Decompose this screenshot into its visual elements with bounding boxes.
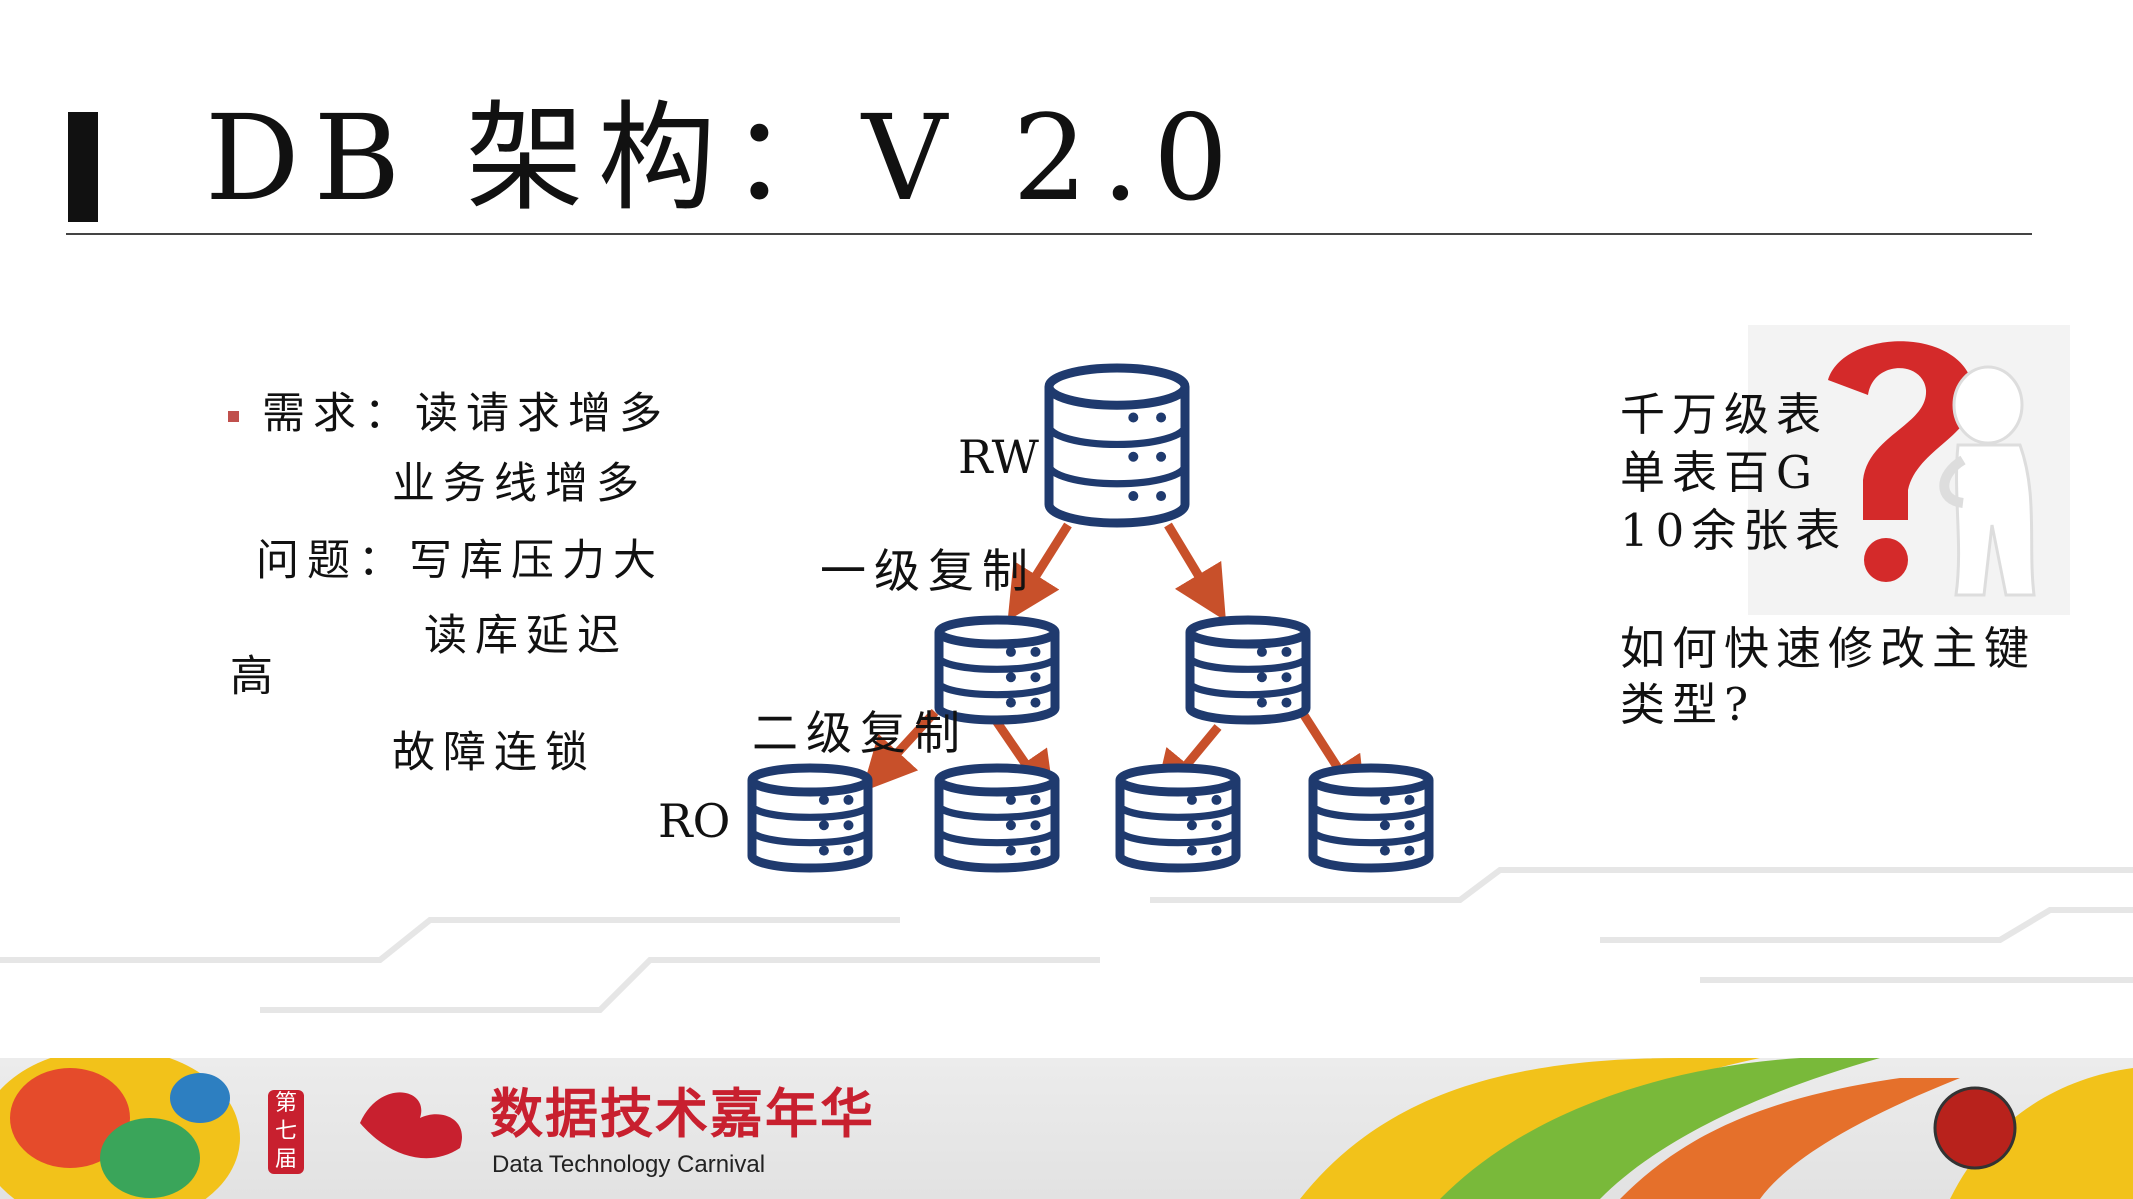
db-ro-1-icon xyxy=(747,763,873,873)
db-rw-icon xyxy=(1044,363,1190,528)
problem-line-3: 高 xyxy=(230,652,281,702)
ro-label: RO xyxy=(658,794,731,848)
arrow-l1-to-ro1 xyxy=(861,708,939,792)
slide-title: DB 架构：V 2.0 xyxy=(205,89,1243,227)
requirement-line-2: 业务线增多 xyxy=(392,459,647,509)
table-size-line: 千万级表 xyxy=(1620,388,1829,441)
arrow-rw-to-right xyxy=(1164,522,1226,622)
edition-seal: 第 七 届 xyxy=(268,1090,304,1174)
db-ro-2-icon xyxy=(934,763,1060,873)
problem-line-2: 读库延迟 xyxy=(424,611,628,661)
event-title: 数据技术嘉年华 xyxy=(490,1084,875,1145)
table-count-line: 10余张表 xyxy=(1620,504,1848,557)
question-line-2: 类型? xyxy=(1620,678,1756,731)
rw-label: RW xyxy=(958,430,1039,484)
db-ro-3-icon xyxy=(1115,763,1241,873)
footer-art xyxy=(0,1058,2133,1199)
question-figure-icon xyxy=(1748,325,2070,615)
background-decoration xyxy=(0,867,2133,1013)
title-accent-bar xyxy=(68,112,98,222)
problem-line-4: 故障连锁 xyxy=(392,728,596,778)
problem-line: 问题：写库压力大 xyxy=(256,536,664,586)
requirement-line: 需求：读请求增多 xyxy=(262,389,670,439)
level1-replication-label: 一级复制 xyxy=(820,544,1036,598)
db-ro-4-icon xyxy=(1308,763,1434,873)
bullet-marker xyxy=(228,411,239,422)
arrow-rw-to-left xyxy=(1007,522,1072,621)
title-divider xyxy=(66,233,2032,235)
db-level1-right-icon xyxy=(1185,615,1311,725)
event-subtitle: Data Technology Carnival xyxy=(492,1151,766,1178)
question-line: 如何快速修改主键 xyxy=(1620,622,2037,675)
single-table-size-line: 单表百G xyxy=(1620,446,1819,499)
db-level1-left-icon xyxy=(934,615,1060,725)
footer-banner xyxy=(0,1058,2133,1199)
level2-replication-label: 二级复制 xyxy=(752,706,968,760)
database-icons xyxy=(747,363,1434,873)
